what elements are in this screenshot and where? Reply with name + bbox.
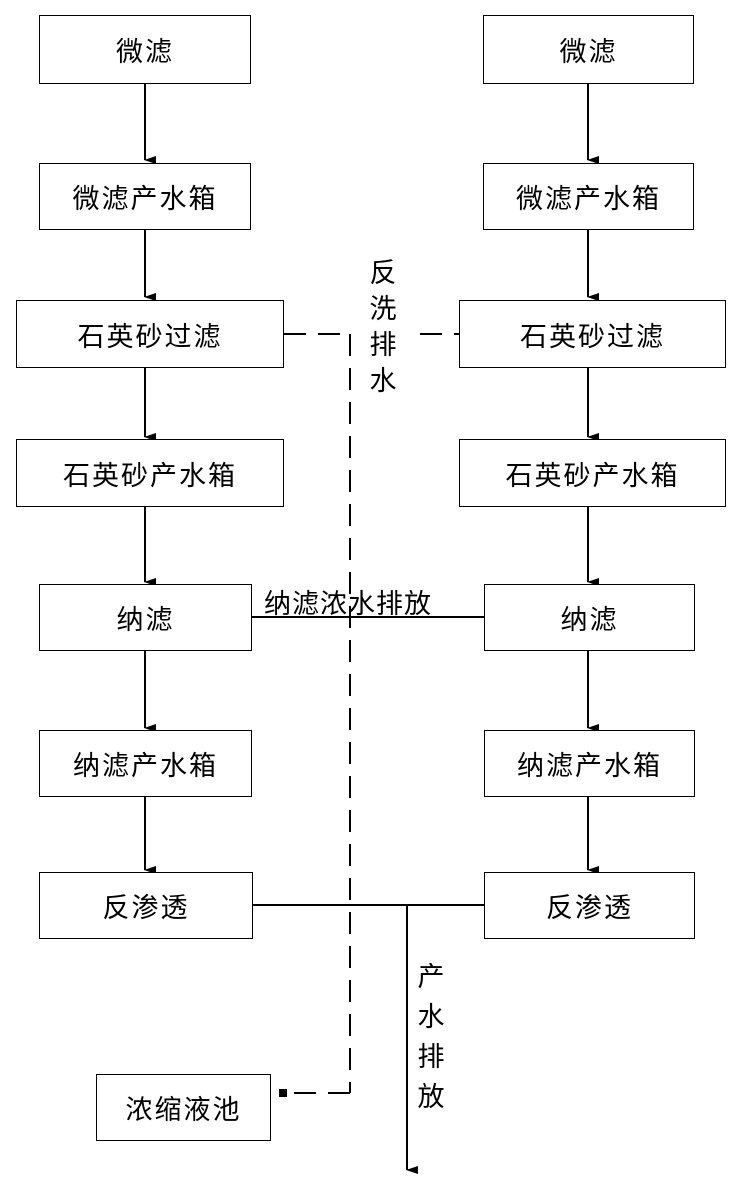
right-quartz-sand-tank-box: 石英砂产水箱 bbox=[459, 439, 726, 507]
left-quartz-sand-filter-label: 石英砂过滤 bbox=[77, 321, 223, 353]
left-reverse-osmosis-box: 反渗透 bbox=[39, 872, 253, 939]
concentrate-pool-box: 浓缩液池 bbox=[96, 1074, 271, 1141]
nf-concentrate-discharge-label: 纳滤浓水排放 bbox=[264, 589, 432, 620]
right-nanofiltration-tank-box: 纳滤产水箱 bbox=[484, 730, 695, 797]
right-nanofiltration-tank-label: 纳滤产水箱 bbox=[517, 751, 662, 782]
product-char-2: 水 bbox=[417, 1002, 445, 1033]
product-char-4: 放 bbox=[417, 1082, 445, 1113]
left-nanofiltration-tank-label: 纳滤产水箱 bbox=[73, 751, 218, 782]
right-nanofiltration-label: 纳滤 bbox=[560, 605, 619, 636]
backwash-char-3: 排 bbox=[369, 330, 397, 361]
right-reverse-osmosis-box: 反渗透 bbox=[484, 872, 695, 939]
left-quartz-sand-filter-box: 石英砂过滤 bbox=[16, 300, 284, 368]
right-microfiltration-label: 微滤 bbox=[559, 37, 618, 68]
left-quartz-sand-tank-label: 石英砂产水箱 bbox=[63, 460, 237, 492]
left-microfiltration-box: 微滤 bbox=[39, 15, 251, 84]
left-microfiltration-tank-label: 微滤产水箱 bbox=[72, 184, 218, 215]
right-nanofiltration-box: 纳滤 bbox=[484, 584, 695, 651]
product-char-3: 排 bbox=[417, 1042, 445, 1073]
right-quartz-sand-tank-label: 石英砂产水箱 bbox=[505, 460, 680, 492]
left-reverse-osmosis-label: 反渗透 bbox=[102, 893, 190, 924]
right-microfiltration-tank-label: 微滤产水箱 bbox=[516, 184, 661, 215]
left-microfiltration-tank-box: 微滤产水箱 bbox=[39, 163, 251, 230]
right-microfiltration-tank-box: 微滤产水箱 bbox=[483, 163, 694, 230]
left-nanofiltration-box: 纳滤 bbox=[39, 584, 252, 651]
backwash-drain-label: 反 洗 排 水 bbox=[366, 256, 400, 400]
product-char-1: 产 bbox=[417, 962, 445, 993]
right-microfiltration-box: 微滤 bbox=[483, 15, 694, 84]
product-water-discharge-label: 产 水 排 放 bbox=[414, 958, 448, 1118]
right-reverse-osmosis-label: 反渗透 bbox=[546, 893, 633, 924]
pool-inlet-marker bbox=[279, 1089, 287, 1097]
left-quartz-sand-tank-box: 石英砂产水箱 bbox=[16, 439, 284, 507]
left-nanofiltration-label: 纳滤 bbox=[116, 605, 175, 636]
backwash-char-4: 水 bbox=[369, 366, 397, 397]
right-quartz-sand-filter-box: 石英砂过滤 bbox=[459, 300, 726, 368]
right-quartz-sand-filter-label: 石英砂过滤 bbox=[520, 321, 665, 353]
backwash-char-2: 洗 bbox=[369, 294, 397, 325]
left-nanofiltration-tank-box: 纳滤产水箱 bbox=[39, 730, 252, 797]
left-microfiltration-label: 微滤 bbox=[116, 37, 174, 68]
backwash-char-1: 反 bbox=[369, 258, 397, 289]
concentrate-pool-label: 浓缩液池 bbox=[125, 1095, 242, 1126]
